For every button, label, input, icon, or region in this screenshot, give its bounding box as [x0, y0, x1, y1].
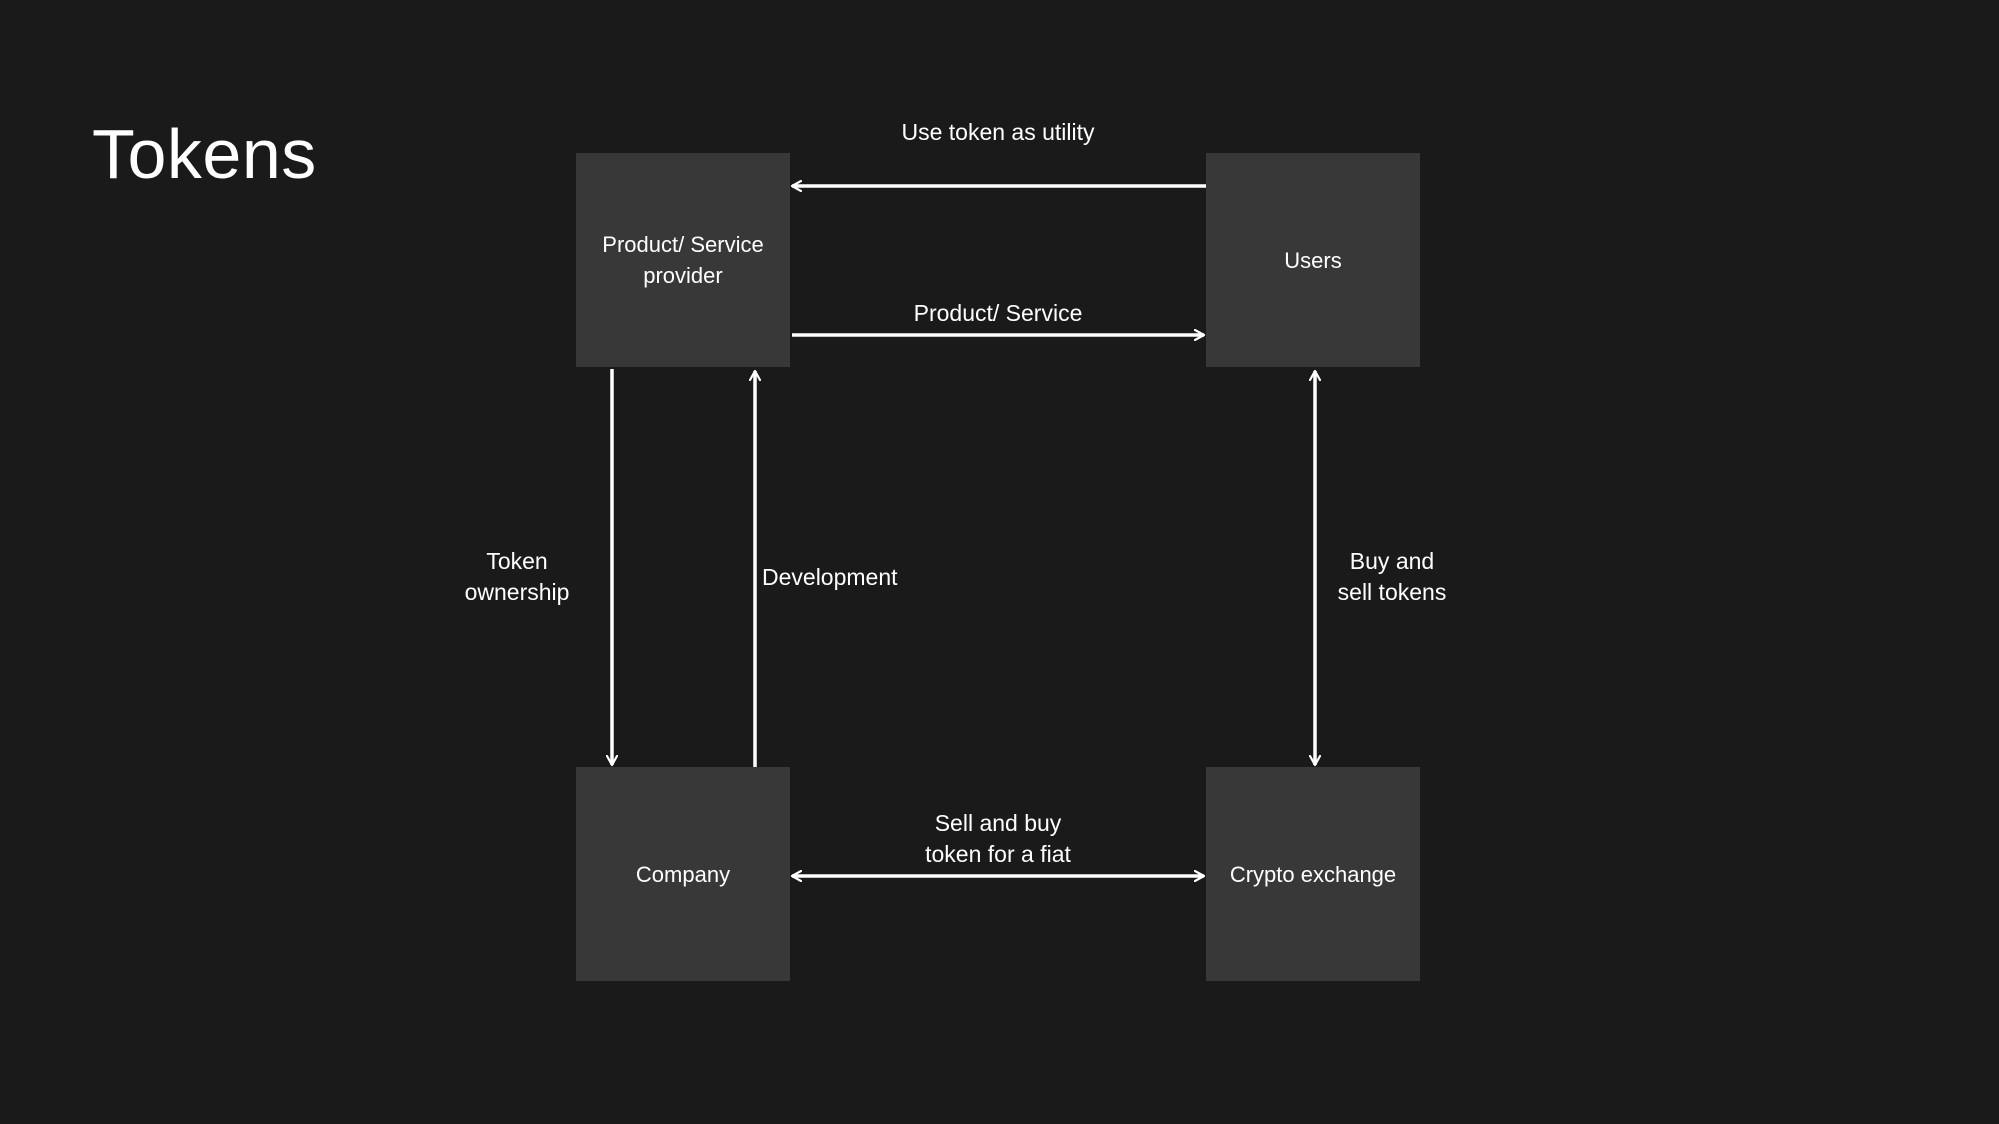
- node-product-service-provider[interactable]: Product/ Service provider: [576, 153, 790, 367]
- edge-label-product-service: Product/ Service: [913, 300, 1083, 326]
- node-label: Product/ Service provider: [602, 232, 764, 288]
- edge-label-development: Development: [762, 564, 898, 590]
- edge-label-token-ownership: Token ownership: [464, 548, 570, 605]
- node-label: Users: [1284, 247, 1342, 273]
- edge-label-sell-buy-fiat: Sell and buy token for a fiat: [925, 810, 1071, 867]
- node-label: Company: [635, 861, 731, 887]
- node-label: Crypto exchange: [1229, 861, 1397, 887]
- node-company[interactable]: Company: [576, 767, 790, 981]
- node-crypto-exchange[interactable]: Crypto exchange: [1206, 767, 1420, 981]
- page-title: Tokens: [92, 115, 317, 193]
- edge-label-use-token: Use token as utility: [901, 119, 1095, 145]
- node-users[interactable]: Users: [1206, 153, 1420, 367]
- edge-label-buy-sell-tokens: Buy and sell tokens: [1337, 548, 1447, 605]
